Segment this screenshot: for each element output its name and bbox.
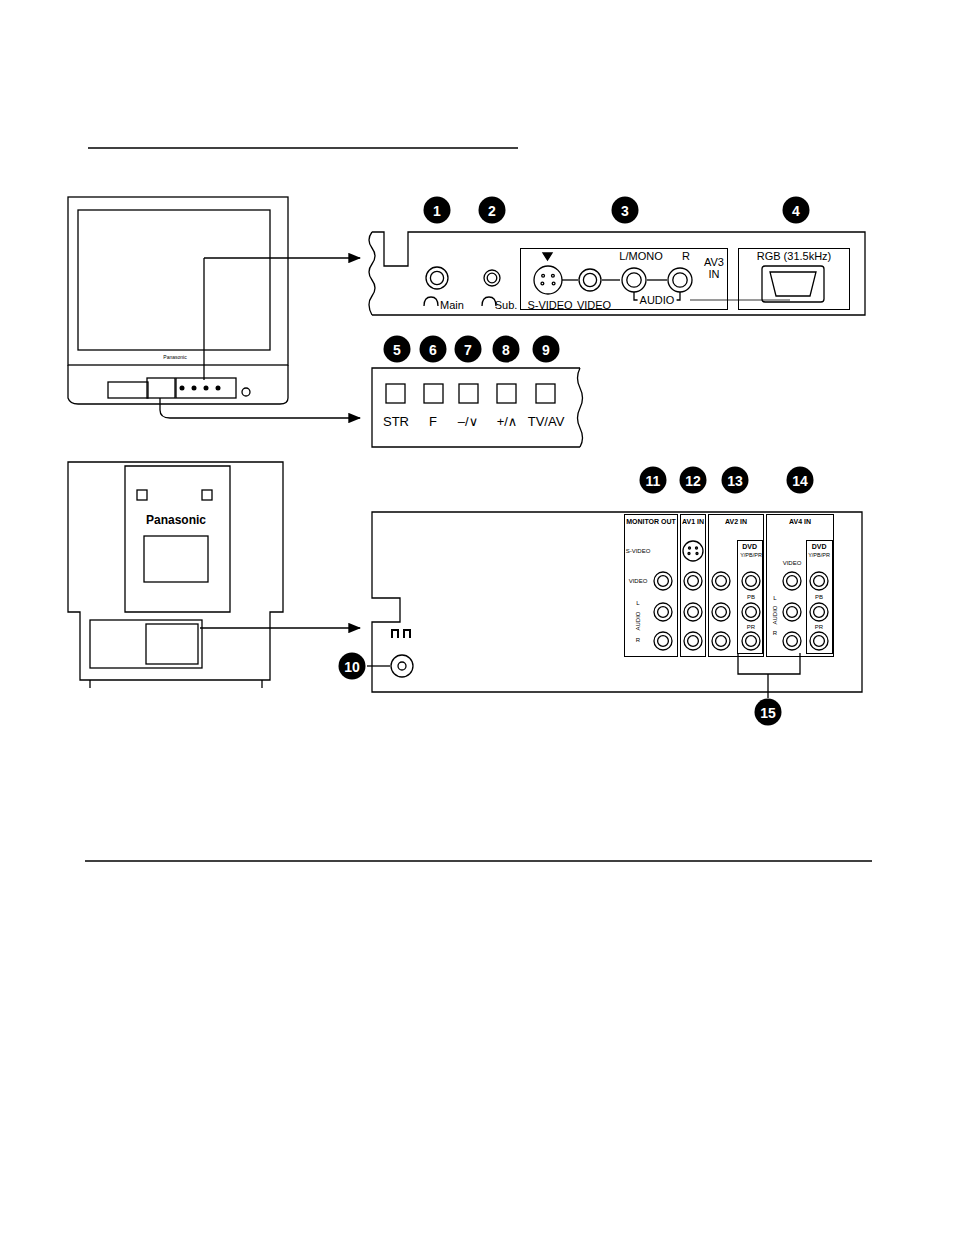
terminal-label: S-VIDEO — [527, 300, 572, 311]
terminal-label: R — [682, 251, 690, 262]
terminal-label: TV/AV — [528, 415, 565, 428]
terminal-label: PB — [747, 594, 755, 600]
terminal-label: F — [429, 415, 437, 428]
group-label: AV4 IN — [767, 518, 833, 525]
terminal-label: Panasonic — [163, 355, 186, 360]
callout-number: 5 — [384, 336, 411, 363]
terminal-label: Y/PB/PR — [740, 553, 762, 559]
terminal-label: L/MONO — [619, 251, 662, 262]
terminal-label: PB — [815, 594, 823, 600]
group-label: MONITOR OUT — [625, 518, 677, 525]
group-label: AV1 IN — [681, 518, 705, 525]
terminal-label: AUDIO — [772, 605, 778, 624]
terminal-label: Y/PB/PR — [808, 553, 830, 559]
group-label: AV2 IN — [709, 518, 763, 525]
terminal-label: Main — [440, 300, 464, 311]
terminal-label: L — [636, 600, 639, 606]
group-label: RGB (31.5kHz) — [739, 251, 849, 263]
jack-group-box: RGB (31.5kHz) — [738, 248, 850, 310]
terminal-label: PR — [747, 624, 755, 630]
callout-number: 1 — [424, 197, 451, 224]
terminal-label: STR — [383, 415, 409, 428]
jack-group-box: MONITOR OUT — [624, 514, 678, 657]
terminal-label: AUDIO — [635, 611, 641, 630]
jack-group-box: AV1 IN — [680, 514, 706, 657]
callout-number: 15 — [755, 699, 782, 726]
terminal-label: VIDEO — [629, 578, 648, 584]
terminal-label: VIDEO — [577, 300, 611, 311]
group-label: DVD — [738, 543, 762, 550]
terminal-label: +/∧ — [497, 415, 518, 428]
callout-number: 9 — [533, 336, 560, 363]
callout-number: 8 — [493, 336, 520, 363]
callout-number: 11 — [640, 467, 667, 494]
jack-group-box: AV2 IN DVD — [708, 514, 764, 657]
terminal-label: VIDEO — [783, 560, 802, 566]
terminal-label: –/∨ — [458, 415, 478, 428]
callout-number: 14 — [787, 467, 814, 494]
terminal-label: R — [636, 637, 640, 643]
terminal-label: Panasonic — [146, 514, 206, 526]
group-label: DVD — [807, 543, 832, 550]
callout-number: 2 — [479, 197, 506, 224]
terminal-label: AUDIO — [638, 295, 677, 306]
group-label: AV3 IN — [701, 257, 727, 280]
callout-number: 7 — [455, 336, 482, 363]
callout-number: 4 — [783, 197, 810, 224]
callout-number: 3 — [612, 197, 639, 224]
callout-number: 10 — [339, 653, 366, 680]
terminal-label: Sub. — [495, 300, 518, 311]
terminal-label: R — [773, 630, 777, 636]
terminal-label: S-VIDEO — [626, 548, 651, 554]
callout-number: 12 — [680, 467, 707, 494]
callout-number: 13 — [722, 467, 749, 494]
terminal-label: L — [773, 595, 776, 601]
callout-number: 6 — [420, 336, 447, 363]
terminal-label: PR — [815, 624, 823, 630]
